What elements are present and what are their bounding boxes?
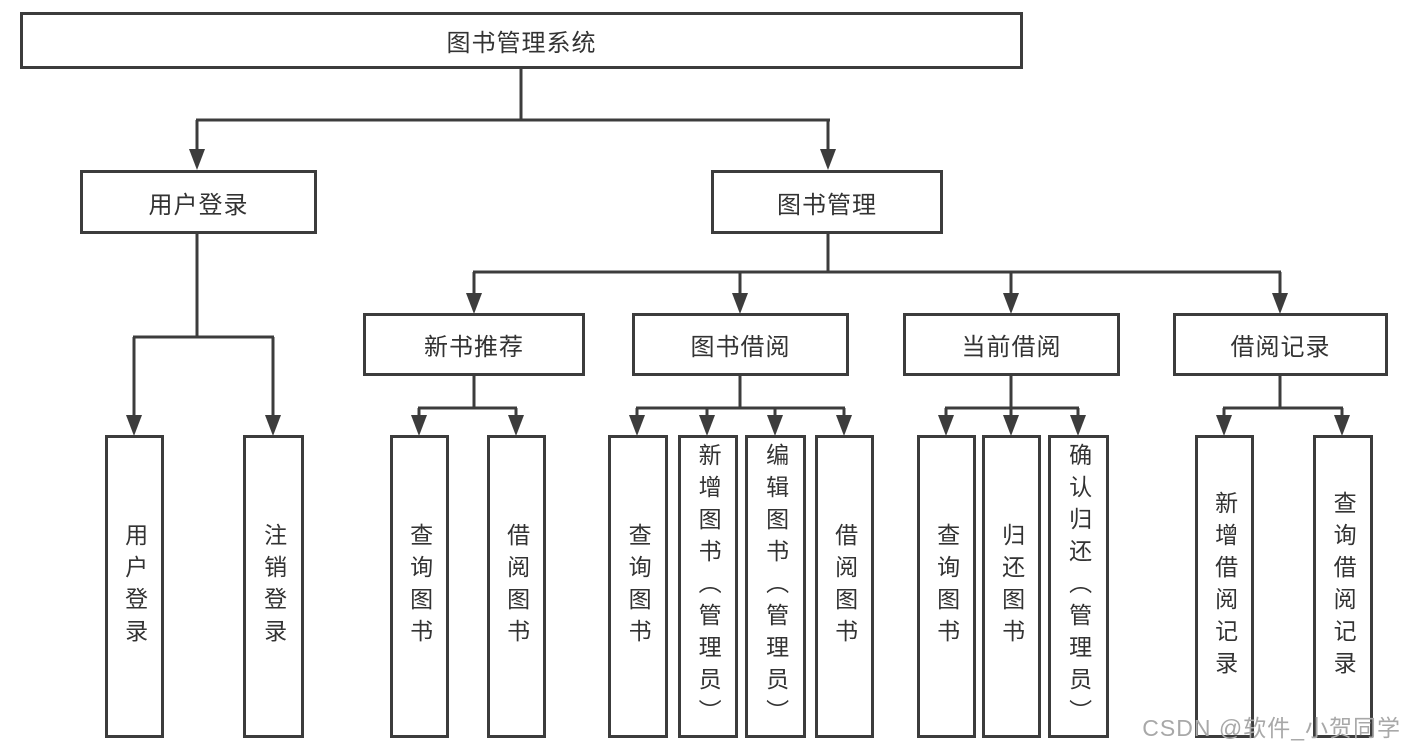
arrowhead-icon: [189, 149, 205, 170]
node-user-login: 用户登录: [80, 170, 317, 234]
node-label: 新书推荐: [424, 334, 524, 361]
leaf-return-book: 归还图书: [982, 435, 1041, 738]
arrowhead-icon: [411, 415, 427, 436]
arrowhead-icon: [767, 415, 783, 436]
node-label: 查询图书: [406, 522, 433, 651]
arrowhead-icon: [265, 415, 281, 436]
leaf-borrow-books-recommend: 借阅图书: [487, 435, 546, 738]
leaf-query-books-recommend: 查询图书: [390, 435, 449, 738]
node-label: 新增图书（管理员）: [695, 442, 722, 731]
arrowhead-icon: [699, 415, 715, 436]
node-label: 图书管理系统: [446, 30, 597, 57]
arrowhead-icon: [1003, 415, 1019, 436]
node-book-borrowing: 图书借阅: [632, 313, 849, 376]
arrowhead-icon: [466, 293, 482, 314]
node-library-management-system: 图书管理系统: [20, 12, 1023, 69]
leaf-confirm-return-admin: 确认归还（管理员）: [1048, 435, 1109, 738]
csdn-watermark: CSDN @软件_小贺同学: [1142, 715, 1401, 741]
arrowhead-icon: [820, 149, 836, 170]
node-label: 归还图书: [998, 522, 1025, 651]
node-label: 查询图书: [625, 522, 652, 651]
node-label: 编辑图书（管理员）: [762, 442, 789, 731]
node-book-management: 图书管理: [711, 170, 943, 234]
node-label: 借阅记录: [1230, 334, 1331, 361]
arrowhead-icon: [836, 415, 852, 436]
arrowhead-icon: [1334, 415, 1350, 436]
node-label: 用户登录: [121, 522, 148, 651]
arrowhead-icon: [938, 415, 954, 436]
leaf-borrow-books: 借阅图书: [815, 435, 874, 738]
arrowhead-icon: [126, 415, 142, 436]
arrowhead-icon: [629, 415, 645, 436]
leaf-query-books-borrowing: 查询图书: [608, 435, 668, 738]
leaf-logout: 注销登录: [243, 435, 304, 738]
leaf-add-borrow-record: 新增借阅记录: [1195, 435, 1254, 738]
leaf-add-book-admin: 新增图书（管理员）: [678, 435, 738, 738]
node-label: 用户登录: [148, 191, 249, 219]
leaf-query-books-current: 查询图书: [917, 435, 976, 738]
arrowhead-icon: [1216, 415, 1232, 436]
node-borrow-records: 借阅记录: [1173, 313, 1388, 376]
node-label: 借阅图书: [503, 522, 530, 651]
arrowhead-icon: [1272, 293, 1288, 314]
node-label: 借阅图书: [831, 522, 858, 651]
node-current-borrowing: 当前借阅: [903, 313, 1120, 376]
node-label: 新增借阅记录: [1211, 490, 1238, 683]
node-label: 当前借阅: [961, 334, 1062, 361]
arrowhead-icon: [1070, 415, 1086, 436]
leaf-user-login: 用户登录: [105, 435, 164, 738]
node-label: 查询图书: [933, 522, 960, 651]
arrowhead-icon: [1003, 293, 1019, 314]
leaf-query-borrow-record: 查询借阅记录: [1313, 435, 1373, 738]
node-label: 查询借阅记录: [1330, 490, 1357, 683]
arrowhead-icon: [508, 415, 524, 436]
node-label: 图书借阅: [690, 334, 791, 361]
node-new-book-recommend: 新书推荐: [363, 313, 585, 376]
node-label: 注销登录: [260, 522, 287, 651]
arrowhead-icon: [732, 293, 748, 314]
node-label: 确认归还（管理员）: [1065, 442, 1092, 731]
node-label: 图书管理: [777, 191, 877, 219]
leaf-edit-book-admin: 编辑图书（管理员）: [745, 435, 806, 738]
